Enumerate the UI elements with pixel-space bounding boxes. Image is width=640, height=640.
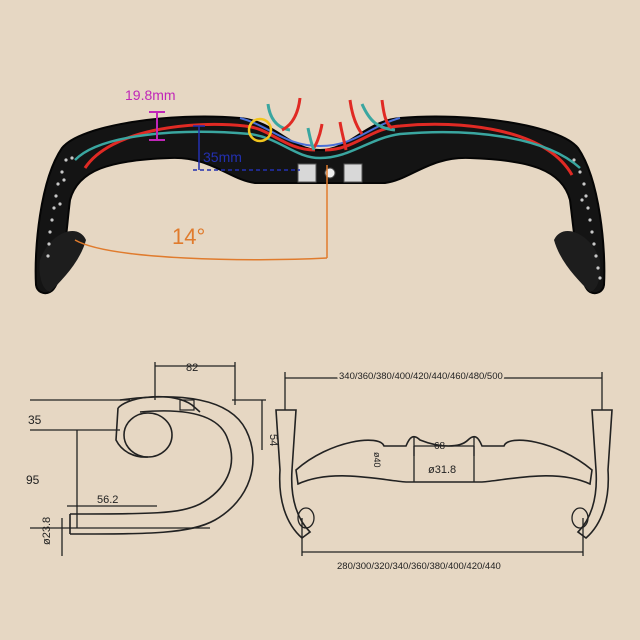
side-drop-inner <box>69 410 233 515</box>
front-top-bar <box>295 435 593 486</box>
front-right-drop <box>576 409 613 540</box>
flare-angle-label: 14° <box>172 224 205 249</box>
side-drop-label: 95 <box>26 473 40 487</box>
cable-blue-inner <box>239 117 401 148</box>
cable-tail-8 <box>380 99 393 130</box>
right-drop-end <box>554 230 601 292</box>
front-left-drop <box>275 409 312 540</box>
cable-entry-highlight <box>247 117 273 143</box>
side-clamp-body <box>115 407 149 458</box>
flare-angle-line <box>74 239 328 261</box>
side-drop-diameter-label: ø23.8 <box>41 517 53 545</box>
side-clamp-top <box>117 395 201 413</box>
cable-tail-1 <box>266 103 291 132</box>
front-clamp-width-label: 68 <box>434 441 446 452</box>
side-clamp-bolt <box>179 399 195 411</box>
cable-red-left <box>83 122 316 169</box>
front-side-label: ø40 <box>372 452 382 468</box>
front-top-width-label: 340/360/380/400/420/440/460/480/500 <box>339 371 503 382</box>
cable-tail-2 <box>281 97 302 132</box>
front-clamp-diameter-label: ø31.8 <box>428 464 456 476</box>
handlebar-top-view: 19.8mm 35mm 14° <box>34 87 606 295</box>
side-height-label: 54 <box>267 434 279 446</box>
drop-dim-label: 19.8mm <box>125 87 176 103</box>
side-rise-label: 35 <box>28 413 42 427</box>
side-reach-label: 82 <box>186 362 198 374</box>
rise-dim-label: 35mm <box>203 149 242 165</box>
front-bottom-width-label: 280/300/320/340/360/380/400/420/440 <box>337 561 501 572</box>
cable-tail-6 <box>348 99 364 135</box>
left-drop-end <box>39 230 86 292</box>
side-hoods-label: 56.2 <box>97 494 118 506</box>
front-left-drop-cap <box>297 507 315 529</box>
left-grip-texture <box>46 156 74 258</box>
front-right-drop-cap <box>571 507 589 529</box>
stem-clamp-right <box>343 163 363 183</box>
cable-teal-left <box>74 130 321 161</box>
cable-teal-right <box>319 130 581 169</box>
stem-clamp-left <box>297 163 317 183</box>
cable-tail-7 <box>360 103 396 132</box>
cable-tail-4 <box>338 121 348 151</box>
cable-tail-5 <box>306 127 316 151</box>
right-grip-texture <box>572 158 602 280</box>
side-drop-outer <box>69 396 254 535</box>
